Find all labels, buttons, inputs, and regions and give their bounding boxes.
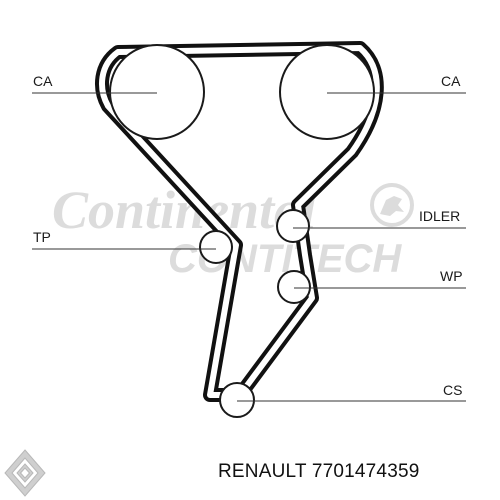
horse-emblem-icon (370, 183, 414, 227)
label-cs: CS (443, 382, 463, 398)
label-wp: WP (440, 268, 463, 284)
renault-logo-icon (4, 449, 46, 497)
camshaft-pulley-right (279, 44, 375, 140)
camshaft-pulley-left (109, 44, 205, 140)
crankshaft-pulley (219, 382, 255, 418)
part-number: 7701474359 (311, 461, 420, 482)
part-caption: RENAULT 7701474359 (218, 461, 420, 483)
idler-pulley (276, 209, 310, 243)
brand-name: RENAULT (218, 461, 307, 482)
label-tp: TP (33, 229, 51, 245)
water-pump-pulley (277, 270, 311, 304)
label-ca-right: CA (441, 73, 461, 89)
label-idler: IDLER (419, 208, 461, 224)
tensioner-pulley (199, 230, 233, 264)
pulleys (109, 44, 375, 418)
label-ca-left: CA (33, 73, 53, 89)
leader-lines (32, 92, 466, 402)
